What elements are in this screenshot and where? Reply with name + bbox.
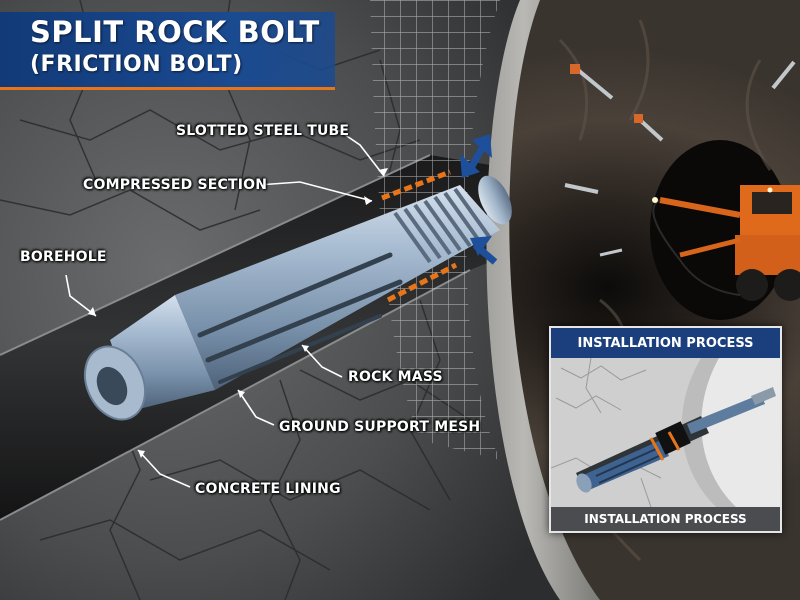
- label-concrete-lining: CONCRETE LINING: [195, 481, 341, 497]
- label-borehole: BOREHOLE: [20, 249, 107, 265]
- drill-rig: [652, 185, 800, 301]
- split-bolt: [83, 175, 512, 421]
- force-arrow-down: [470, 236, 498, 265]
- compressed-ribs: [393, 187, 492, 264]
- label-rock-mass: ROCK MASS: [348, 369, 443, 385]
- title-line-1: SPLIT ROCK BOLT: [30, 15, 320, 49]
- inset-footer: INSTALLATION PROCESS: [551, 507, 780, 531]
- label-slotted-steel-tube: SLOTTED STEEL TUBE: [176, 123, 350, 139]
- inset-illustration: [551, 358, 780, 507]
- label-compressed-section: COMPRESSED SECTION: [83, 177, 268, 193]
- inset-header: INSTALLATION PROCESS: [551, 328, 780, 358]
- leader-lines: [65, 129, 385, 488]
- tunnel-roof-bolts: [564, 60, 796, 257]
- slot-highlights: [381, 169, 458, 303]
- title-line-2: (FRICTION BOLT): [30, 52, 243, 77]
- leader-arrowheads: [88, 168, 388, 458]
- force-arrow-up: [460, 134, 492, 178]
- installation-process-inset: INSTALLATION PROCESS INSTALLATION PROCES…: [549, 326, 782, 533]
- title-banner: SPLIT ROCK BOLT (FRICTION BOLT): [0, 12, 335, 90]
- label-ground-support-mesh: GROUND SUPPORT MESH: [279, 419, 481, 435]
